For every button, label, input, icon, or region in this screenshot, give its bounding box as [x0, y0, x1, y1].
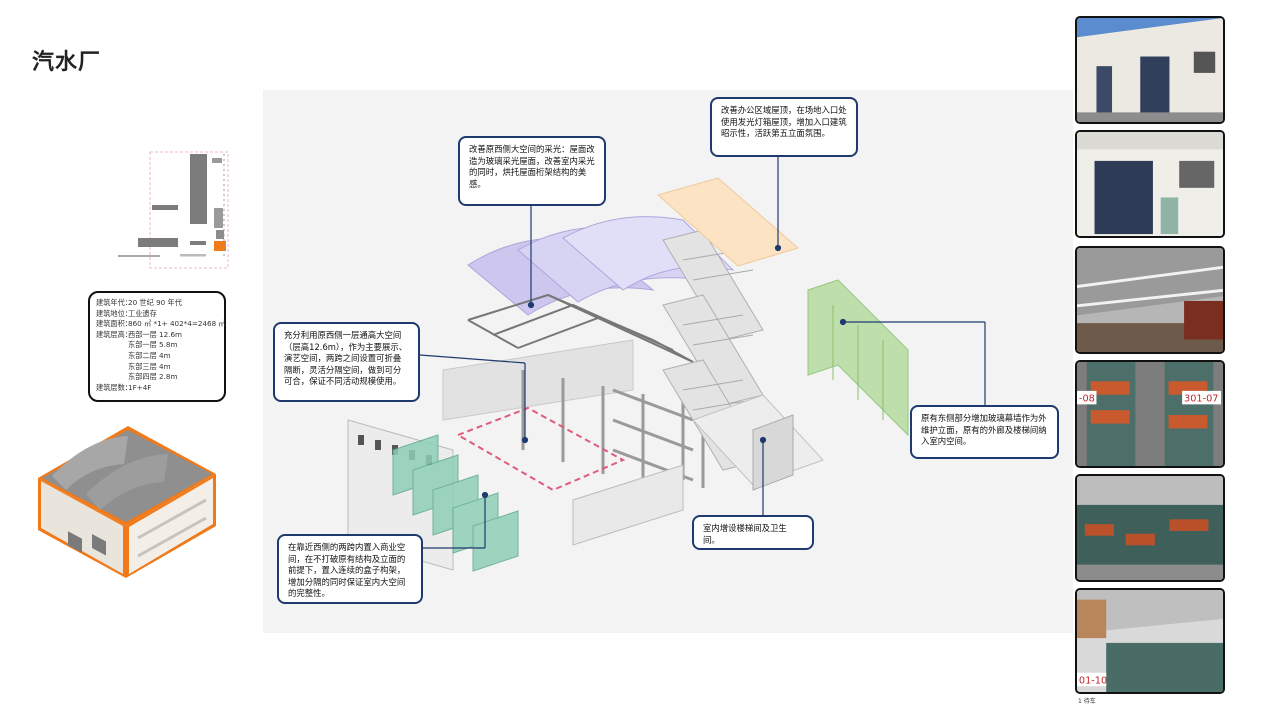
info-row-height-east-4: 东部四层 2.8m	[128, 372, 178, 382]
photo-warehouse-pallets: 01-10	[1075, 588, 1225, 694]
exploded-axonometric-drawing	[347, 150, 986, 572]
glass-roof	[467, 216, 735, 316]
info-row-area: 建筑面积：860 ㎡ *1+ 402*4=2468 ㎡	[96, 319, 226, 329]
info-row-floors: 建筑层数：1F+4F	[96, 382, 152, 392]
lightbox-roof	[656, 177, 800, 267]
callout-curtain-wall: 原有东侧部分增加玻璃幕墙作为外维护立面，原有的外廊及楼梯间纳入室内空间。	[910, 405, 1059, 459]
info-row-height: 建筑层高：西部一层 12.6m	[96, 329, 183, 339]
roof-truss	[467, 293, 694, 363]
photo-warehouse-aisle	[1075, 474, 1225, 582]
callout-skylight: 改善原西侧大空间的采光：屋面改造为玻璃采光屋面，改善室内采光的同时，烘托屋面桁架…	[458, 136, 606, 206]
commercial-boxes	[392, 434, 519, 572]
info-row-height-east-3: 东部三层 4m	[128, 361, 171, 371]
structural-frame	[521, 370, 705, 488]
callout-west-hall: 充分利用原西侧一层通高大空间（层高12.6m），作为主要展示、演艺空间，两跨之间…	[273, 322, 420, 402]
site-plan	[118, 151, 229, 269]
shelf-label-left: -08	[1079, 394, 1095, 405]
shelf-label-bottom: 01-10	[1079, 675, 1107, 686]
photo-warehouse-shelves: -08 301-07	[1075, 360, 1225, 468]
photo-facade-door	[1075, 130, 1225, 238]
photo-interior-truss	[1075, 246, 1225, 354]
shelf-label-right: 301-07	[1184, 394, 1218, 405]
info-row-height-east-1: 东部一层 5.8m	[128, 340, 178, 350]
info-row-height-east-2: 东部二层 4m	[128, 350, 171, 360]
page-title: 汽水厂	[32, 50, 102, 75]
callout-stairs: 室内增设楼梯间及卫生间。	[692, 515, 814, 550]
photo-caption: 1 待车	[1078, 698, 1096, 705]
info-row-status: 建筑地位：工业遗存	[96, 308, 157, 318]
building-isometric-model	[38, 426, 216, 578]
building-info-panel: 建筑年代：20 世纪 90 年代 建筑地位：工业遗存 建筑面积：860 ㎡ *1…	[88, 291, 226, 402]
info-row-year: 建筑年代：20 世纪 90 年代	[96, 298, 182, 307]
callout-commercial: 在靠近西侧的两跨内置入商业空间，在不打破原有结构及立面的前提下，置入连续的盒子构…	[277, 534, 423, 604]
photo-facade-exterior	[1075, 16, 1225, 124]
callout-office-roof: 改善办公区域屋顶，在场地入口处使用发光灯箱屋顶，增加入口建筑昭示性，活跃第五立面…	[710, 97, 858, 157]
